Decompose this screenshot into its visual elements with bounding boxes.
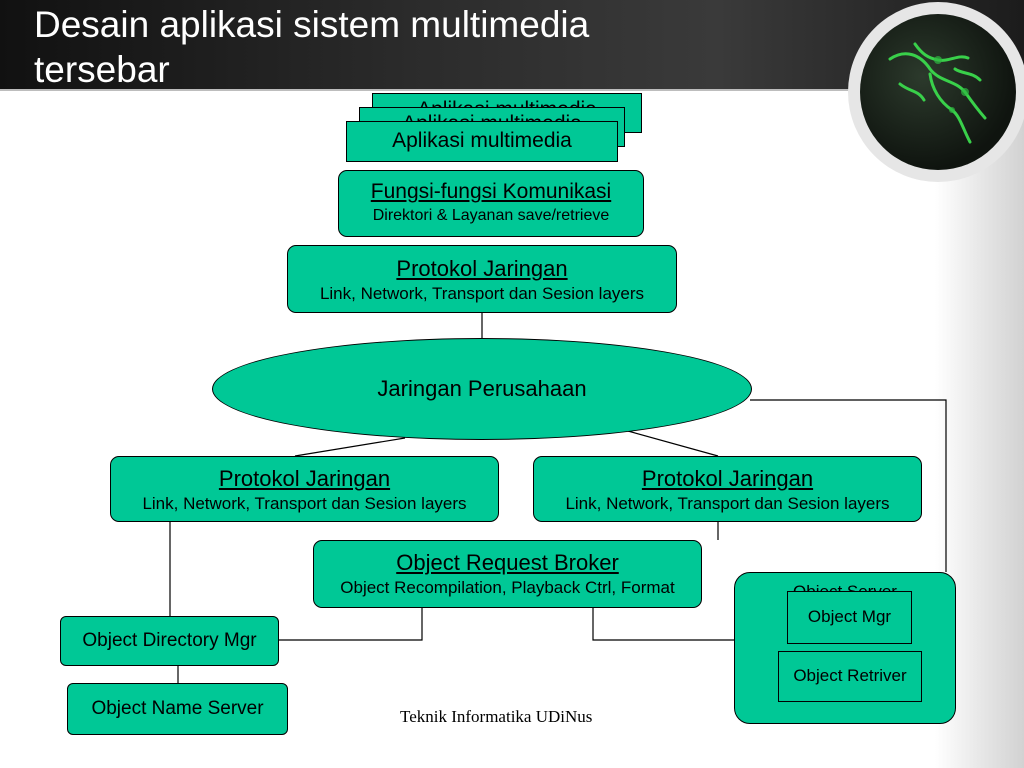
network-protocol-top-box: Protokol Jaringan Link, Network, Transpo… <box>287 245 677 313</box>
object-mgr-label: Object Mgr <box>807 607 892 626</box>
orb-box: Object Request Broker Object Recompilati… <box>313 540 702 608</box>
corporate-network-ellipse: Jaringan Perusahaan <box>212 338 752 440</box>
connector-network-to-left-protocol <box>294 437 406 457</box>
object-server-box: Object Server Object Mgr Object Retriver <box>734 572 956 724</box>
orb-subtitle: Object Recompilation, Playback Ctrl, For… <box>340 578 675 597</box>
object-name-server-box: Object Name Server <box>67 683 288 735</box>
object-name-server-label: Object Name Server <box>91 698 264 719</box>
connector-network-to-right-protocol <box>627 430 719 457</box>
network-protocol-top-subtitle: Link, Network, Transport dan Sesion laye… <box>319 284 645 303</box>
network-protocol-left-title: Protokol Jaringan <box>218 466 391 491</box>
object-directory-mgr-label: Object Directory Mgr <box>82 630 257 651</box>
network-protocol-top-title: Protokol Jaringan <box>396 256 568 281</box>
connector-network-to-object-server <box>750 399 947 572</box>
comm-functions-subtitle: Direktori & Layanan save/retrieve <box>372 207 610 224</box>
network-protocol-right-box: Protokol Jaringan Link, Network, Transpo… <box>533 456 922 522</box>
connector-orb-to-directory <box>279 608 423 641</box>
corporate-network-label: Jaringan Perusahaan <box>377 376 587 401</box>
globe-face <box>860 14 1016 170</box>
connector-orb-to-object-server <box>592 608 735 641</box>
title-underline <box>0 89 1024 91</box>
object-mgr-box: Object Mgr <box>787 591 912 644</box>
network-protocol-right-subtitle: Link, Network, Transport dan Sesion laye… <box>565 494 890 513</box>
app-box-front-label: Aplikasi multimedia <box>392 129 572 152</box>
object-retriver-box: Object Retriver <box>778 651 922 702</box>
comm-functions-box: Fungsi-fungsi Komunikasi Direktori & Lay… <box>338 170 644 237</box>
network-protocol-left-subtitle: Link, Network, Transport dan Sesion laye… <box>142 494 467 513</box>
slide-title-line2: tersebar <box>34 49 170 90</box>
network-protocol-right-title: Protokol Jaringan <box>641 466 814 491</box>
globe-icon <box>848 2 1024 182</box>
comm-functions-title: Fungsi-fungsi Komunikasi <box>370 180 612 203</box>
object-directory-mgr-box: Object Directory Mgr <box>60 616 279 666</box>
footer-text: Teknik Informatika UDiNus <box>400 707 593 726</box>
globe-continents <box>888 42 987 144</box>
network-protocol-left-box: Protokol Jaringan Link, Network, Transpo… <box>110 456 499 522</box>
slide-title-line1: Desain aplikasi sistem multimedia <box>34 4 590 45</box>
slide-title: Desain aplikasi sistem multimedia terseb… <box>34 2 794 92</box>
object-retriver-label: Object Retriver <box>793 666 907 685</box>
orb-title: Object Request Broker <box>396 550 619 575</box>
app-box-front: Aplikasi multimedia <box>346 121 618 162</box>
